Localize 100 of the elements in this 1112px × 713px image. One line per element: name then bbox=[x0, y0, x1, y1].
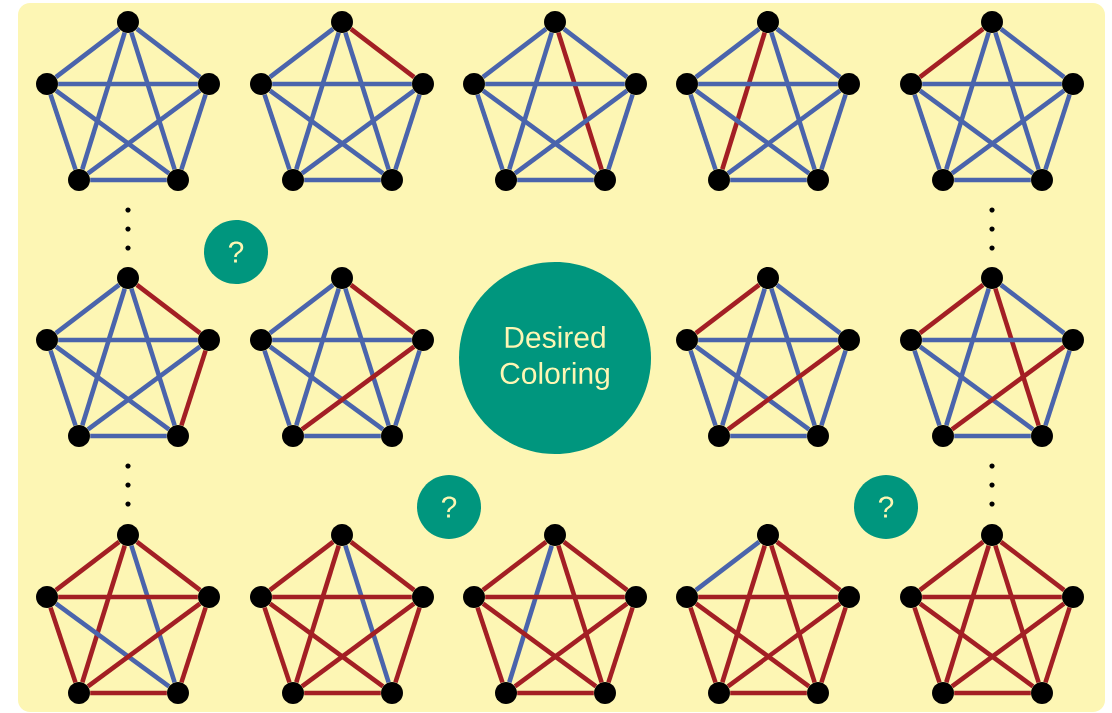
graph-edge bbox=[179, 93, 208, 171]
graph-edge bbox=[918, 26, 985, 79]
vertex-dot bbox=[198, 329, 220, 351]
graph-edge bbox=[48, 93, 78, 171]
vertex-dot bbox=[838, 586, 860, 608]
vertex-dot bbox=[1031, 169, 1053, 191]
graph-edge bbox=[90, 433, 167, 439]
graph-edge bbox=[272, 337, 412, 343]
graph-edge bbox=[54, 26, 121, 79]
graph-edge bbox=[54, 88, 171, 176]
graph-edge bbox=[90, 690, 167, 696]
graph-edge bbox=[393, 93, 422, 171]
graph-edge bbox=[720, 288, 767, 426]
graph-edge bbox=[58, 594, 198, 600]
graph-edge bbox=[268, 26, 335, 79]
graph-edge bbox=[918, 601, 1035, 689]
graph-edge bbox=[135, 282, 202, 335]
vertex-dot bbox=[708, 169, 730, 191]
graph-edge bbox=[993, 545, 1041, 683]
graph-edge bbox=[80, 545, 127, 683]
graph-edge bbox=[481, 26, 548, 79]
vertex-dot bbox=[117, 11, 139, 33]
graph-edge bbox=[730, 690, 807, 696]
graph-edge bbox=[485, 81, 625, 87]
graph-edge bbox=[54, 344, 171, 432]
graph-edge bbox=[698, 337, 838, 343]
graph-edge bbox=[950, 88, 1066, 176]
vertex-dot bbox=[838, 329, 860, 351]
graph-edge bbox=[268, 601, 385, 689]
graph-edge bbox=[1043, 349, 1072, 427]
graph-edge bbox=[268, 88, 385, 176]
vertex-dot bbox=[981, 524, 1003, 546]
graph-edge bbox=[694, 88, 811, 176]
vertex-dot bbox=[981, 11, 1003, 33]
graph-edge bbox=[475, 606, 505, 684]
graph-edge bbox=[393, 606, 422, 684]
graph-edge bbox=[349, 540, 416, 592]
graph-edge bbox=[556, 544, 604, 683]
vertex-dot bbox=[676, 586, 698, 608]
vertex-dot bbox=[544, 524, 566, 546]
graph-edge bbox=[775, 540, 842, 592]
vertex-dot bbox=[676, 329, 698, 351]
vertex-dot bbox=[807, 682, 829, 704]
graph-edge bbox=[481, 540, 548, 592]
graph-edge bbox=[688, 349, 718, 427]
graph-edge bbox=[993, 287, 1041, 426]
graph-edge bbox=[481, 601, 598, 689]
graph-edge bbox=[179, 606, 208, 684]
graph-edge bbox=[954, 433, 1031, 439]
graph-edge bbox=[694, 540, 761, 592]
graph-edge bbox=[300, 344, 416, 432]
vertex-dot bbox=[544, 11, 566, 33]
vertex-dot bbox=[1031, 425, 1053, 447]
vertex-dot bbox=[412, 73, 434, 95]
graph-edge bbox=[304, 690, 381, 696]
graph-edge bbox=[954, 177, 1031, 183]
graph-edge bbox=[86, 88, 202, 176]
graph-edge bbox=[507, 545, 554, 683]
graph-edge bbox=[80, 288, 127, 426]
graph-edge bbox=[730, 177, 807, 183]
vertex-dot bbox=[331, 524, 353, 546]
graph-edge bbox=[694, 344, 811, 432]
vertex-dot bbox=[900, 586, 922, 608]
vertex-dot bbox=[250, 73, 272, 95]
vertex-dot bbox=[68, 425, 90, 447]
vertex-dot bbox=[932, 425, 954, 447]
graph-edge bbox=[48, 606, 78, 684]
vertex-dot bbox=[36, 73, 58, 95]
graph-edge bbox=[694, 282, 761, 335]
graph-edge bbox=[129, 287, 177, 426]
graph-edge bbox=[507, 32, 554, 170]
vertex-dot bbox=[900, 73, 922, 95]
graph-edge bbox=[918, 282, 985, 335]
graph-edge bbox=[268, 540, 335, 592]
graph-edge bbox=[513, 601, 629, 689]
graph-edge bbox=[90, 177, 167, 183]
vertex-dot bbox=[117, 524, 139, 546]
vertex-dot bbox=[282, 425, 304, 447]
graph-edge bbox=[912, 349, 942, 427]
graph-edge bbox=[698, 594, 838, 600]
graph-edge bbox=[819, 93, 848, 171]
graph-edge bbox=[262, 606, 292, 684]
vertex-dot bbox=[981, 267, 1003, 289]
graph-edge bbox=[950, 344, 1066, 432]
vertex-dot bbox=[381, 682, 403, 704]
vertex-dot bbox=[625, 586, 647, 608]
graph-edge bbox=[349, 26, 416, 79]
vertex-dot bbox=[625, 73, 647, 95]
graph-edge bbox=[944, 32, 991, 170]
graph-edge bbox=[730, 433, 807, 439]
graph-edge bbox=[262, 349, 292, 427]
graph-edge bbox=[268, 344, 385, 432]
graph-edge bbox=[720, 545, 767, 683]
graph-edge bbox=[86, 344, 202, 432]
graph-edge bbox=[294, 32, 341, 170]
graph-edge bbox=[1043, 606, 1072, 684]
graph-edge bbox=[922, 81, 1062, 87]
graph-edge bbox=[86, 601, 202, 689]
graph-edge bbox=[262, 93, 292, 171]
graph-edge bbox=[944, 545, 991, 683]
